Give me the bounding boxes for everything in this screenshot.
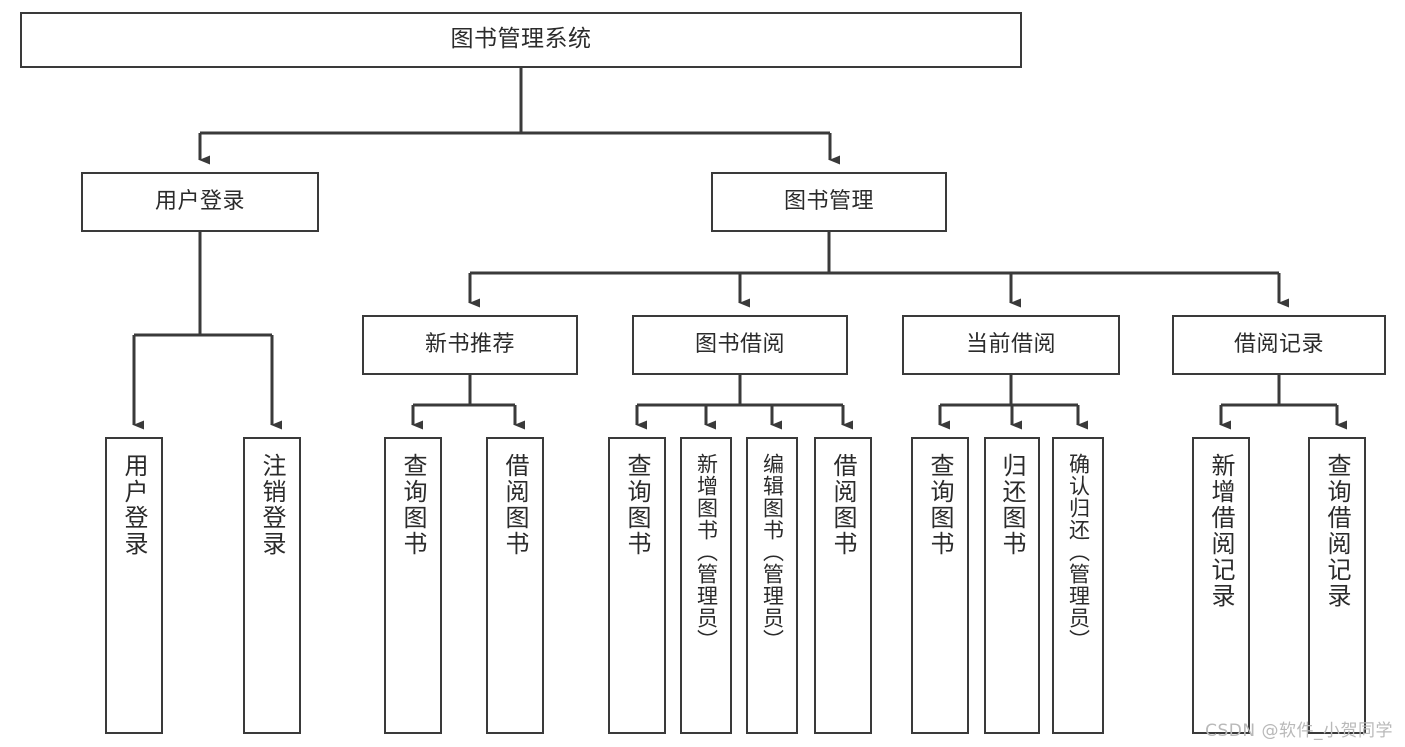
node-leaf-edit-book-admin[interactable]: 编辑图书（管理员） <box>746 437 798 734</box>
node-book-borrow[interactable]: 图书借阅 <box>632 315 848 375</box>
node-leaf-return-book[interactable]: 归还图书 <box>984 437 1040 734</box>
node-leaf-user-login-label: 用户登录 <box>120 453 148 557</box>
node-leaf-add-borrow-record-label: 新增借阅记录 <box>1207 453 1235 609</box>
node-leaf-return-book-label: 归还图书 <box>998 453 1026 557</box>
node-leaf-query-book-1[interactable]: 查询图书 <box>384 437 442 734</box>
node-root-label: 图书管理系统 <box>450 26 592 53</box>
node-new-book-recommend-label: 新书推荐 <box>424 332 515 358</box>
node-leaf-query-book-3[interactable]: 查询图书 <box>911 437 969 734</box>
node-user-login-label: 用户登录 <box>154 189 245 215</box>
node-leaf-add-borrow-record[interactable]: 新增借阅记录 <box>1192 437 1250 734</box>
node-leaf-edit-book-admin-label: 编辑图书（管理员） <box>760 453 785 651</box>
node-current-borrow[interactable]: 当前借阅 <box>902 315 1120 375</box>
node-leaf-add-book-admin[interactable]: 新增图书（管理员） <box>680 437 732 734</box>
node-user-login[interactable]: 用户登录 <box>81 172 319 232</box>
node-leaf-query-book-1-label: 查询图书 <box>399 453 427 557</box>
node-leaf-query-borrow-record-label: 查询借阅记录 <box>1323 453 1351 609</box>
node-leaf-logout-login[interactable]: 注销登录 <box>243 437 301 734</box>
node-borrow-record[interactable]: 借阅记录 <box>1172 315 1386 375</box>
node-leaf-borrow-book-2[interactable]: 借阅图书 <box>814 437 872 734</box>
node-borrow-record-label: 借阅记录 <box>1233 332 1324 358</box>
node-leaf-user-login[interactable]: 用户登录 <box>105 437 163 734</box>
node-leaf-borrow-book-1[interactable]: 借阅图书 <box>486 437 544 734</box>
node-new-book-recommend[interactable]: 新书推荐 <box>362 315 578 375</box>
node-leaf-add-book-admin-label: 新增图书（管理员） <box>694 453 719 651</box>
node-current-borrow-label: 当前借阅 <box>965 332 1056 358</box>
node-leaf-query-book-2[interactable]: 查询图书 <box>608 437 666 734</box>
node-leaf-confirm-return-admin-label: 确认归还（管理员） <box>1066 453 1091 651</box>
node-leaf-query-book-2-label: 查询图书 <box>623 453 651 557</box>
node-book-manage[interactable]: 图书管理 <box>711 172 947 232</box>
node-book-manage-label: 图书管理 <box>783 189 874 215</box>
csdn-watermark: CSDN @软件_小贺同学 <box>1205 721 1393 741</box>
node-leaf-borrow-book-2-label: 借阅图书 <box>829 453 857 557</box>
node-leaf-confirm-return-admin[interactable]: 确认归还（管理员） <box>1052 437 1104 734</box>
node-leaf-borrow-book-1-label: 借阅图书 <box>501 453 529 557</box>
node-leaf-logout-login-label: 注销登录 <box>258 453 286 557</box>
node-book-borrow-label: 图书借阅 <box>694 332 785 358</box>
node-leaf-query-book-3-label: 查询图书 <box>926 453 954 557</box>
node-leaf-query-borrow-record[interactable]: 查询借阅记录 <box>1308 437 1366 734</box>
node-root[interactable]: 图书管理系统 <box>20 12 1022 68</box>
